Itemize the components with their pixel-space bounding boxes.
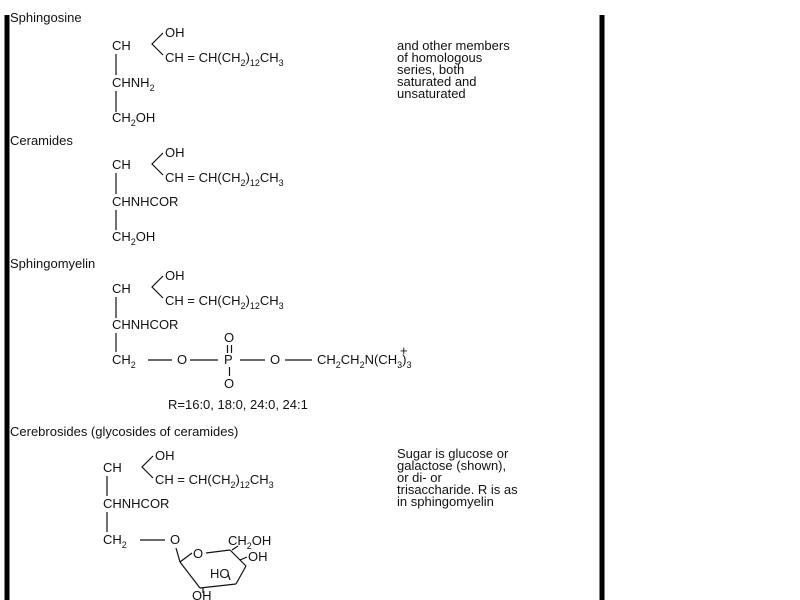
- sphingosine-ch: CH: [112, 38, 131, 53]
- cerebrosides-ring-o: O: [193, 546, 203, 561]
- sphingomyelin-choline: CH2CH2N(CH3)3: [317, 352, 411, 370]
- ring-bond-ho: [227, 573, 231, 581]
- ring-bond-oh-right: [239, 556, 248, 561]
- cerebrosides-note: Sugar is glucose or galactose (shown), o…: [397, 446, 521, 509]
- sphingosine-structure: Sphingosine OH CH CH = CH(CH2)12CH3 CHNH…: [10, 10, 513, 128]
- ceramides-chain: CH = CH(CH2)12CH3: [165, 170, 284, 188]
- cerebrosides-ch2: CH2: [103, 532, 127, 550]
- sphingomyelin-p: P: [224, 352, 233, 367]
- sphingomyelin-r-note: R=16:0, 18:0, 24:0, 24:1: [168, 397, 308, 412]
- sphingosine-title: Sphingosine: [10, 10, 82, 25]
- ceramides-oh: OH: [165, 145, 185, 160]
- ring-bond-ch2oh: [231, 545, 239, 551]
- ceramides-ch: CH: [112, 157, 131, 172]
- cerebrosides-ch: CH: [103, 460, 122, 475]
- ring-bond-o-c5: [205, 549, 231, 554]
- cerebrosides-o-link: O: [170, 532, 180, 547]
- cerebrosides-oh-right: OH: [248, 549, 268, 564]
- sphingomyelin-amide: CHNHCOR: [112, 317, 178, 332]
- sphingosine-branch-bond: [151, 32, 164, 56]
- sphingomyelin-oh: OH: [165, 268, 185, 283]
- cerebrosides-amide: CHNHCOR: [103, 496, 169, 511]
- cerebrosides-chain: CH = CH(CH2)12CH3: [155, 472, 274, 490]
- sphingomyelin-structure: Sphingomyelin OH CH CH = CH(CH2)12CH3 CH…: [10, 256, 411, 412]
- cerebrosides-structure: Cerebrosides (glycosides of ceramides) O…: [10, 424, 521, 600]
- cerebrosides-ch2oh: CH2OH: [228, 533, 271, 551]
- sphingomyelin-title: Sphingomyelin: [10, 256, 95, 271]
- sphingosine-amine: CHNH2: [112, 75, 155, 93]
- ring-bond-c3-c2: [199, 583, 237, 589]
- sphingomyelin-charge-plus: +: [400, 343, 408, 358]
- sphingosine-oh: OH: [165, 25, 185, 40]
- sphingomyelin-o2: O: [270, 352, 280, 367]
- cerebrosides-oh-bottom: OH: [192, 588, 212, 600]
- ceramides-amide: CHNHCOR: [112, 194, 178, 209]
- sphingomyelin-o-bottom: O: [224, 376, 234, 391]
- cerebrosides-oh: OH: [155, 448, 175, 463]
- sphingomyelin-ch: CH: [112, 281, 131, 296]
- ring-bond-c5-c4: [229, 549, 247, 567]
- sphingosine-ch2oh: CH2OH: [112, 110, 155, 128]
- sphingomyelin-branch-bond: [151, 275, 164, 299]
- sphingomyelin-o1: O: [177, 352, 187, 367]
- ceramides-structure: Ceramides OH CH CH = CH(CH2)12CH3 CHNHCO…: [10, 133, 284, 247]
- ring-bond-c1-o: [179, 552, 193, 563]
- ceramides-ch2oh: CH2OH: [112, 229, 155, 247]
- ceramides-title: Ceramides: [10, 133, 73, 148]
- cerebrosides-ho: HO: [210, 566, 230, 581]
- cerebrosides-branch-bond: [141, 455, 154, 479]
- sphingomyelin-o-top: O: [224, 330, 234, 345]
- cerebrosides-glycosidic-bond: [175, 547, 181, 563]
- sphingomyelin-chain: CH = CH(CH2)12CH3: [165, 293, 284, 311]
- sphingosine-note: and other members of homologous series, …: [397, 38, 513, 101]
- sphingosine-chain: CH = CH(CH2)12CH3: [165, 50, 284, 68]
- cerebrosides-title: Cerebrosides (glycosides of ceramides): [10, 424, 238, 439]
- sphingomyelin-ch2: CH2: [112, 352, 136, 370]
- ceramides-branch-bond: [151, 152, 164, 176]
- ring-bond-c4-c3: [235, 565, 247, 585]
- ring-bond-c2-c1: [179, 561, 201, 589]
